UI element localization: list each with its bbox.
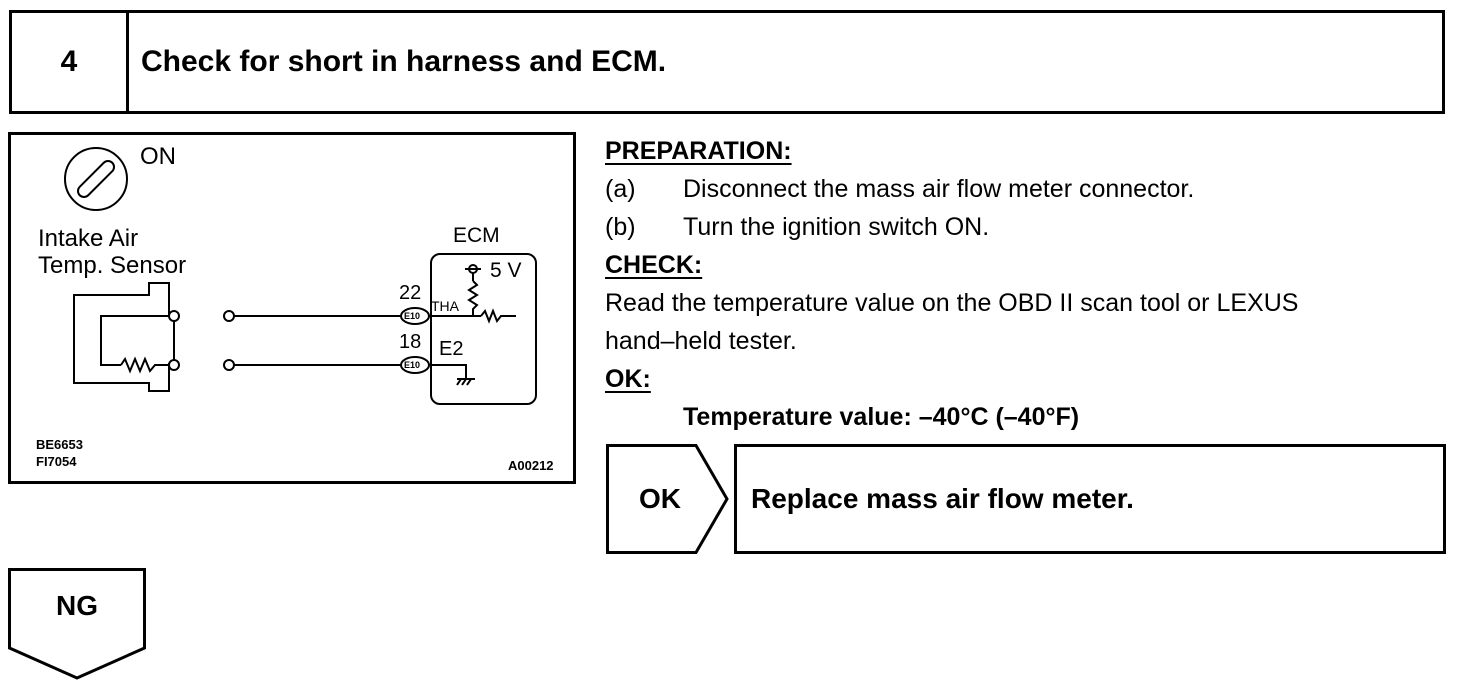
harness-terminal-1 [223,310,235,322]
step-number: 4 [12,13,129,111]
ng-label: NG [56,590,98,621]
ok-arrow-shape [606,444,729,554]
pin-tha-number: 22 [399,282,422,304]
figure-id: A00212 [508,458,554,473]
preparation-step: (a) Disconnect the mass air flow meter c… [605,170,1460,208]
wiring-diagram-drawing [64,147,537,405]
step-letter: (a) [605,175,636,203]
step-text: Disconnect the mass air flow meter conne… [683,175,1195,203]
pin-e2-name: E2 [439,338,464,360]
preparation-heading: PREPARATION: [605,137,792,165]
connector-e1-top: E10 [404,311,421,321]
diagram-code-2: FI7054 [36,454,77,469]
sensor-terminal-2 [168,359,180,371]
sensor-label-line2: Temp. Sensor [38,252,187,279]
ignition-key-icon [64,147,128,211]
pin-tha-name: THA [431,298,459,314]
ng-arrow-shape [8,568,146,680]
check-text-line1: Read the temperature value on the OBD II… [605,289,1299,317]
ecm-box [430,253,537,405]
ok-action-text: Replace mass air flow meter. [751,483,1134,514]
pin-e2-number: 18 [399,331,422,353]
step-header: 4 Check for short in harness and ECM. [9,10,1445,114]
step-title: Check for short in harness and ECM. [141,45,667,78]
sensor-housing [73,282,170,392]
voltage-label: 5 V [490,259,522,282]
step-text: Turn the ignition switch ON. [683,213,990,241]
ng-result-tag: NG [8,568,146,680]
sensor-terminal-1 [168,310,180,322]
ok-action-box: Replace mass air flow meter. [734,444,1446,554]
check-text-line2: hand–held tester. [605,327,797,355]
ok-spec: Temperature value: –40°C (–40°F) [683,403,1080,431]
preparation-step: (b) Turn the ignition switch ON. [605,208,1460,246]
ok-result-tag: OK [606,444,730,554]
wiring-diagram: ON Intake Air Temp. Sensor ECM 5 V 22 TH… [8,132,576,484]
check-heading: CHECK: [605,251,703,279]
ok-heading: OK: [605,365,651,393]
thermistor-symbol [120,356,174,374]
pullup-resistor [467,280,479,316]
ecm-label: ECM [453,224,500,247]
diagram-code-1: BE6653 [36,437,83,452]
procedure-text: PREPARATION: (a) Disconnect the mass air… [605,132,1460,436]
ignition-on-label: ON [140,143,176,170]
connector-e1-bottom: E10 [404,360,421,370]
step-letter: (b) [605,213,636,241]
ok-label: OK [639,483,681,514]
sensor-label-line1: Intake Air [38,225,139,252]
harness-terminal-2 [223,359,235,371]
